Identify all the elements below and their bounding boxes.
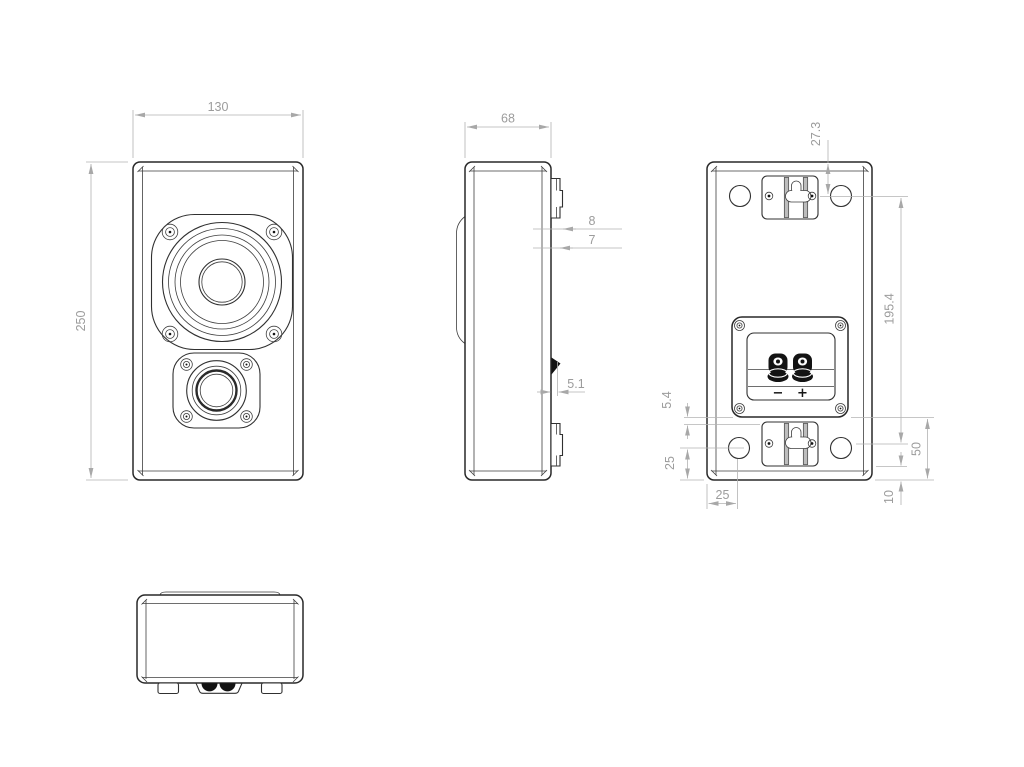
woofer-dust-cap xyxy=(198,258,246,306)
dim-front-height: 250 xyxy=(74,161,128,481)
dim-terminal-gap: 5.4 xyxy=(660,391,760,439)
dim-label-depth: 68 xyxy=(501,112,515,126)
dim-bracket-step-outer: 8 xyxy=(533,214,622,232)
dim-label-25-bottom: 25 xyxy=(716,488,730,502)
terminal-plate xyxy=(731,316,849,418)
dim-terminal-to-bottom: 50 xyxy=(851,417,934,481)
dim-bumper-depth: 5.1 xyxy=(537,362,585,396)
tweeter-dome xyxy=(199,373,234,408)
bottom-view xyxy=(136,591,304,695)
dim-label-7: 7 xyxy=(589,233,596,247)
dim-label-8: 8 xyxy=(589,214,596,228)
terminal-negative-label: − xyxy=(773,386,784,401)
terminal-posts-bottom xyxy=(195,682,243,694)
tweeter-ring-3 xyxy=(195,369,238,412)
terminal-positive-label: + xyxy=(797,386,808,401)
dim-label-27-3: 27.3 xyxy=(809,122,823,146)
woofer-ring-2 xyxy=(168,228,276,336)
woofer-dust-cap-inner xyxy=(201,261,243,303)
binding-post-positive xyxy=(792,353,813,382)
side-baffle-bulge xyxy=(456,216,466,344)
side-view: 68 xyxy=(456,112,622,481)
keyhole-bracket-top-side xyxy=(551,177,564,219)
side-edge-roundover-lines xyxy=(468,165,548,477)
mounting-hole-top-right xyxy=(829,184,853,208)
bracket-screws-bottom xyxy=(764,439,817,448)
bottom-edge-roundover-lines xyxy=(141,598,299,683)
dim-depth: 68 xyxy=(464,112,552,158)
terminal-screws xyxy=(734,320,846,414)
tweeter-screws xyxy=(180,358,253,423)
rear-view: − + 27.3 195.4 xyxy=(660,122,934,509)
woofer-frame xyxy=(150,213,294,351)
tweeter-outer-ring xyxy=(186,360,247,421)
dim-label-50: 50 xyxy=(910,442,924,456)
side-cabinet-outline xyxy=(464,161,552,481)
dim-hole-to-bottom: 25 xyxy=(663,447,744,481)
dim-label-5-4: 5.4 xyxy=(660,391,674,408)
front-edge-roundover-lines xyxy=(137,165,299,477)
dim-bracket-to-bottom: 10 xyxy=(876,452,907,505)
dim-label-front-height: 250 xyxy=(74,311,88,332)
dim-keyhole-span: 195.4 xyxy=(820,196,908,445)
mounting-hole-top-left xyxy=(728,184,752,208)
bottom-cabinet-outline xyxy=(136,594,304,684)
woofer-surround-outer xyxy=(174,234,270,330)
wall-bracket-foot-left xyxy=(157,682,180,695)
dim-label-10: 10 xyxy=(882,490,896,504)
wall-bracket-foot-right xyxy=(260,682,283,695)
front-view: 130 250 xyxy=(74,100,304,481)
rear-cabinet-outline xyxy=(706,161,873,481)
mounting-hole-bottom-right xyxy=(829,436,853,460)
binding-post-bottom-left xyxy=(201,683,218,692)
binding-post-bottom-right xyxy=(219,683,236,692)
dim-keyhole-top-offset: 27.3 xyxy=(809,122,831,194)
bottom-baffle-lip xyxy=(159,591,281,596)
terminal-cup: − + xyxy=(731,316,849,418)
dim-label-front-width: 130 xyxy=(208,100,229,114)
front-cabinet-outline xyxy=(132,161,304,481)
dim-front-width: 130 xyxy=(132,100,304,158)
dim-bracket-step-inner: 7 xyxy=(533,233,622,251)
terminal-recess xyxy=(746,332,836,401)
dim-label-195-4: 195.4 xyxy=(883,293,897,324)
woofer-screws xyxy=(161,223,283,343)
tweeter-ring-2 xyxy=(191,365,242,416)
tweeter-plate xyxy=(172,352,261,429)
keyhole-bracket-bottom-side xyxy=(551,422,564,467)
woofer-surround-inner xyxy=(180,240,264,324)
terminal-cup-edge xyxy=(195,682,243,694)
keyhole-bracket-bottom xyxy=(761,421,819,467)
dim-label-5-1: 5.1 xyxy=(567,377,584,391)
wall-bumper xyxy=(551,357,561,375)
dim-hole-to-edge: 25 xyxy=(706,459,738,509)
tweeter xyxy=(172,352,261,429)
dim-label-25-left: 25 xyxy=(663,456,677,470)
binding-post-negative xyxy=(767,353,789,382)
bracket-screws-top xyxy=(764,191,817,201)
woofer xyxy=(150,213,294,351)
keyhole-bracket-top xyxy=(761,175,819,220)
woofer-outer-ring xyxy=(161,221,283,343)
